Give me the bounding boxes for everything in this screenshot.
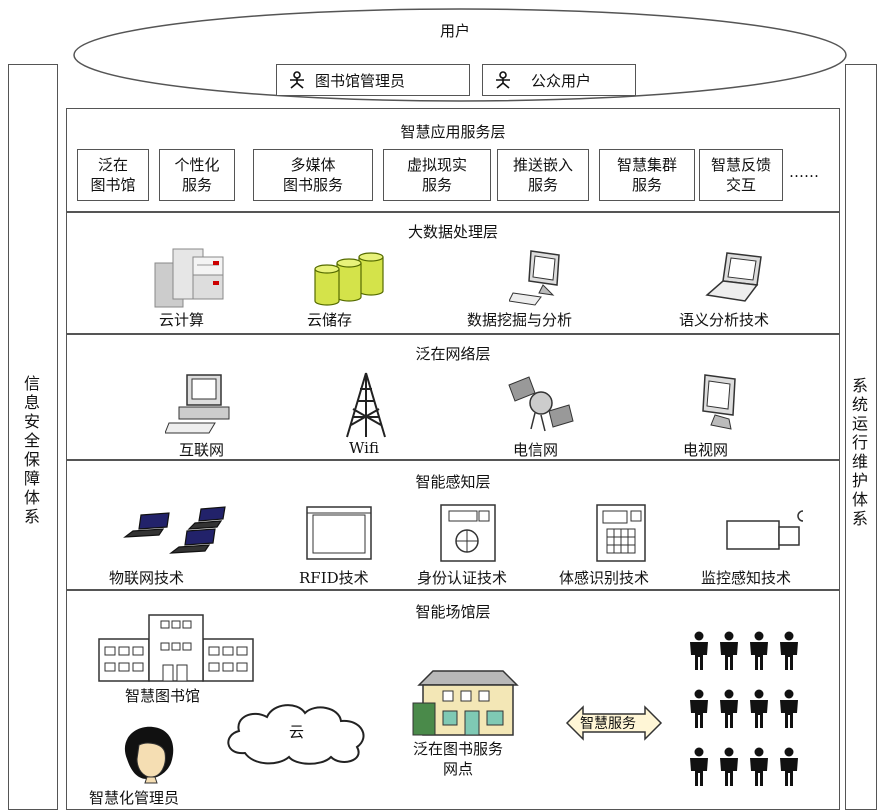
monitoring-label: 监控感知技术	[701, 569, 792, 587]
telecom-label: 电信网	[513, 441, 559, 459]
internet-label: 互联网	[179, 441, 225, 459]
person-figure-icon	[780, 631, 798, 670]
left-system-label: 信息安全保障体系	[23, 374, 40, 526]
server-icon	[154, 248, 224, 308]
service-personalized: 个性化 服务	[159, 149, 235, 201]
user-ellipse	[73, 8, 847, 102]
id-card-reader-icon	[440, 504, 496, 562]
bigdata-layer-title: 大数据处理层	[407, 223, 498, 241]
person-figure-icon	[690, 631, 708, 670]
person-figure-icon	[720, 631, 738, 670]
right-system-column	[845, 64, 877, 810]
person-figure-icon	[780, 689, 798, 728]
service-outlet-label: 泛在图书服务 网点	[413, 740, 504, 778]
database-icon	[314, 252, 384, 306]
person-figure-icon	[780, 747, 798, 786]
laptop-icon	[705, 252, 762, 302]
service-more-ellipsis: ……	[789, 163, 819, 181]
sensing-layer-title: 智能感知层	[415, 473, 491, 491]
librarian-portrait-icon	[124, 726, 174, 784]
rfid-label: RFID技术	[299, 569, 369, 587]
person-figure-icon	[750, 689, 768, 728]
data-mining-label: 数据挖掘与分析	[467, 311, 573, 329]
network-layer-title: 泛在网络层	[415, 345, 491, 363]
person-icon	[496, 71, 510, 89]
smart-service-label: 智慧服务	[580, 716, 636, 732]
service-smart-feedback: 智慧反馈 交互	[699, 149, 783, 201]
surveillance-camera-icon	[726, 510, 804, 550]
wifi-label: Wifi	[349, 439, 379, 457]
somatosensory-label: 体感识别技术	[559, 569, 650, 587]
identity-auth-label: 身份认证技术	[417, 569, 508, 587]
venue-layer: 智能场馆层 智慧图书馆 智慧化管理员 云 泛在图书服务	[66, 590, 840, 810]
cloud-storage-label: 云储存	[307, 311, 353, 329]
person-figure-icon	[720, 747, 738, 786]
cloud-icon	[227, 704, 365, 765]
network-layer: 泛在网络层 互联网 Wifi 电信网 电视网	[66, 334, 840, 460]
tv-network-label: 电视网	[683, 441, 729, 459]
wifi-tower-icon	[346, 372, 386, 438]
smart-admin-label: 智慧化管理员	[89, 789, 180, 807]
cloud-computing-label: 云计算	[159, 311, 205, 329]
workstation-icon	[509, 250, 560, 306]
person-figure-icon	[690, 747, 708, 786]
service-multimedia: 多媒体 图书服务	[253, 149, 373, 201]
somatosensory-device-icon	[596, 504, 646, 562]
iot-label: 物联网技术	[109, 569, 185, 587]
service-outlet-building-icon	[412, 670, 519, 736]
library-building-icon	[98, 614, 254, 682]
person-figure-icon	[750, 631, 768, 670]
person-figure-icon	[750, 747, 768, 786]
semantic-analysis-label: 语义分析技术	[679, 311, 770, 329]
person-figure-icon	[720, 689, 738, 728]
sensing-layer: 智能感知层 物联网技术 RFID技术 身份认证技术 体感识别技术 监控感知技术	[66, 460, 840, 590]
venue-layer-title: 智能场馆层	[415, 603, 491, 621]
app-service-layer: 智慧应用服务层 泛在 图书馆 个性化 服务 多媒体 图书服务 虚拟现实 服务 推…	[66, 108, 840, 212]
service-smart-cluster: 智慧集群 服务	[599, 149, 695, 201]
rfid-reader-icon	[306, 506, 372, 560]
app-layer-title: 智慧应用服务层	[400, 123, 506, 141]
double-arrow-icon	[565, 705, 663, 741]
library-admin-user: 图书馆管理员	[276, 64, 470, 96]
right-system-label: 系统运行维护体系	[851, 376, 868, 528]
library-admin-label: 图书馆管理员	[315, 71, 406, 90]
service-push-embedded: 推送嵌入 服务	[497, 149, 589, 201]
left-system-column	[8, 64, 58, 810]
service-virtual-reality: 虚拟现实 服务	[383, 149, 491, 201]
public-user: 公众用户	[482, 64, 636, 96]
user-ellipse-label: 用户	[440, 22, 471, 40]
iot-laptops-icon	[123, 506, 226, 554]
person-figure-icon	[690, 689, 708, 728]
public-user-label: 公众用户	[531, 71, 592, 90]
person-icon	[290, 71, 304, 89]
service-ubiquitous-library: 泛在 图书馆	[77, 149, 149, 201]
desktop-computer-icon	[165, 374, 230, 434]
smart-library-label: 智慧图书馆	[125, 687, 201, 705]
bigdata-layer: 大数据处理层 云计算 云储存 数据挖掘与分析 语义分析技术	[66, 212, 840, 334]
satellite-icon	[508, 376, 574, 432]
patrons-crowd	[687, 631, 817, 801]
cloud-label: 云	[289, 723, 305, 741]
tv-monitor-icon	[702, 374, 736, 430]
